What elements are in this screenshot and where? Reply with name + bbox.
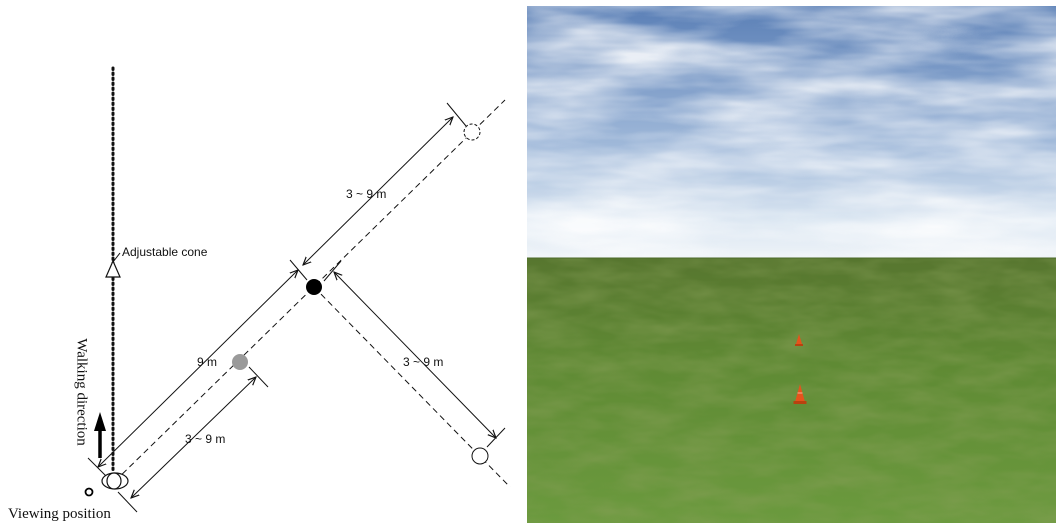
viewer-head xyxy=(106,472,122,490)
tick-far-end xyxy=(446,102,467,127)
walking-direction-label: Walking direction xyxy=(73,338,90,446)
experiment-diagram: Adjustable cone Walking direction Viewin… xyxy=(0,0,520,523)
clouds xyxy=(527,6,1056,258)
walking-direction-arrowhead xyxy=(94,412,106,431)
arrow-branch-distance xyxy=(334,272,496,438)
branch-end-cone xyxy=(471,447,489,465)
far-orange-cone xyxy=(795,334,803,346)
viewing-position-label: Viewing position xyxy=(8,506,111,522)
adjustable-cone-pointer xyxy=(112,252,121,263)
tick-black-right xyxy=(323,260,342,282)
distance-label-9m: 9 m xyxy=(197,355,218,369)
distance-label-far: 3 ~ 9 m xyxy=(346,187,387,201)
viewing-position-marker xyxy=(84,487,94,497)
adjustable-cone-triangle xyxy=(105,259,121,278)
tick-viewer-left xyxy=(87,457,109,479)
grass-texture xyxy=(527,258,1056,523)
main-diagonal-dashed xyxy=(107,99,506,489)
tick-gray-right xyxy=(248,366,269,388)
black-target-cone xyxy=(306,279,322,295)
distance-label-branch: 3 ~ 9 m xyxy=(403,355,444,369)
arrow-near-distance xyxy=(131,377,256,498)
near-orange-cone xyxy=(793,384,807,404)
diagram-svg xyxy=(84,66,511,513)
arrow-far-distance xyxy=(303,117,453,265)
virtual-scene-view xyxy=(527,6,1056,523)
adjustable-cone-label: Adjustable cone xyxy=(122,245,208,259)
distance-label-near: 3 ~ 9 m xyxy=(185,432,226,446)
dashed-far-cone xyxy=(463,123,481,141)
tick-viewer-bottom xyxy=(117,491,138,513)
scene-svg xyxy=(527,6,1056,523)
gray-reference-cone xyxy=(232,354,248,370)
